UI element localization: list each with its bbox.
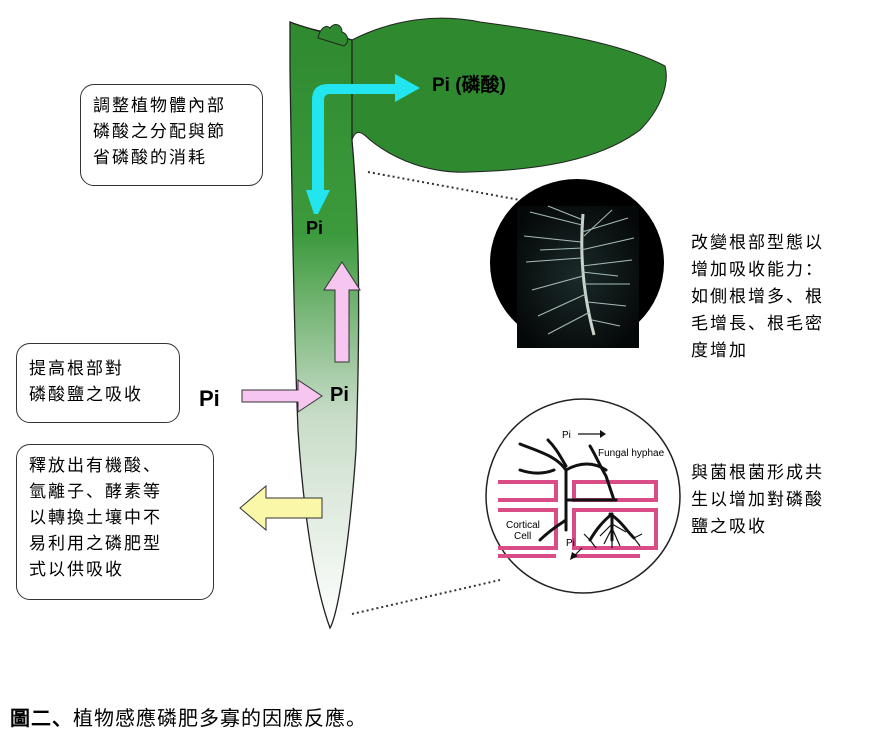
micro-label-pi2: Pi — [566, 538, 575, 549]
caption-text: 植物感應磷肥多寡的因應反應。 — [73, 706, 367, 730]
micro-label-cell: Cell — [514, 531, 531, 542]
plant-stem-root — [289, 21, 360, 630]
fungal-hyphae — [518, 438, 636, 542]
release-line-2: 氫離子、酵素等 — [29, 482, 162, 502]
hyphae-fine — [583, 523, 643, 549]
micro-label-hyphae: Fungal hyphae — [598, 448, 665, 459]
cyan-arrow — [306, 74, 420, 214]
distribution-line-1: 調整植物體內部 — [93, 96, 226, 116]
pi-soil-label: Pi — [199, 386, 220, 411]
pi-stem-label: Pi — [306, 218, 324, 238]
connector-top — [367, 171, 521, 201]
mycorrhiza-circle — [485, 398, 681, 594]
root-hair-strands — [523, 205, 635, 336]
mycorrhiza-line-3: 鹽之吸收 — [691, 517, 767, 537]
micro-pi-arrowhead-bottom — [570, 552, 578, 560]
uptake-box: 提高根部對 磷酸鹽之吸收 — [16, 343, 180, 423]
distribution-line-3: 省磷酸的消耗 — [93, 148, 207, 168]
uptake-line-1: 提高根部對 — [29, 359, 124, 379]
mycorrhiza-line-2: 生以增加對磷酸 — [691, 490, 824, 510]
morphology-line-1: 改變根部型態以 — [691, 233, 824, 253]
release-line-1: 釋放出有機酸、 — [29, 456, 162, 476]
micro-label-cortical: Cortical — [506, 520, 540, 531]
distribution-box: 調整植物體內部 磷酸之分配與節 省磷酸的消耗 — [80, 84, 263, 186]
pi-leaf-label: Pi (磷酸) — [432, 75, 506, 96]
morphology-line-2: 增加吸收能力： — [691, 260, 824, 280]
micro-label-pi: Pi — [562, 430, 571, 441]
morphology-line-3: 如側根增多、根 — [691, 287, 824, 307]
pi-root-label: Pi — [330, 384, 349, 406]
micro-pi-arrowhead-top — [600, 430, 606, 438]
morphology-line-4: 毛增長、根毛密 — [691, 314, 824, 334]
caption-label: 圖二、 — [10, 706, 73, 730]
mycorrhiza-line-1: 與菌根菌形成共 — [691, 463, 824, 483]
cortical-cells — [498, 480, 658, 558]
morphology-line-5: 度增加 — [691, 341, 748, 361]
leaf-bud — [317, 24, 349, 47]
connector-bottom — [351, 579, 501, 615]
release-box: 釋放出有機酸、 氫離子、酵素等 以轉換土壤中不 易利用之磷肥型 式以供吸收 — [16, 444, 214, 600]
release-line-4: 易利用之磷肥型 — [29, 534, 162, 554]
uptake-line-2: 磷酸鹽之吸收 — [29, 385, 143, 405]
mycorrhiza-note: 與菌根菌形成共 生以增加對磷酸 鹽之吸收 — [691, 460, 824, 541]
release-line-5: 式以供吸收 — [29, 560, 124, 580]
figure-caption: 圖二、植物感應磷肥多寡的因應反應。 — [10, 702, 367, 731]
distribution-line-2: 磷酸之分配與節 — [93, 122, 226, 142]
release-line-3: 以轉換土壤中不 — [29, 508, 162, 528]
pink-up-arrow — [323, 261, 361, 363]
pink-right-arrow — [241, 379, 323, 413]
yellow-left-arrow — [239, 484, 323, 532]
morphology-note: 改變根部型態以 增加吸收能力： 如側根增多、根 毛增長、根毛密 度增加 — [691, 230, 824, 365]
